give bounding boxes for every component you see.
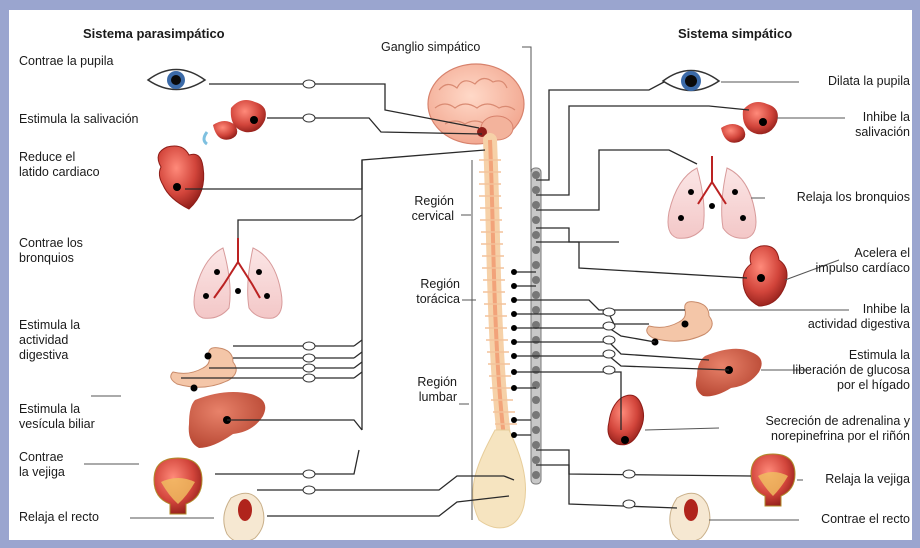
bladder-icon [154, 458, 202, 514]
stomach-icon-right [647, 302, 712, 346]
symp-label-pupil: Dilata la pupila [742, 74, 910, 89]
para-label-rectum: Relaja el recto [19, 510, 99, 525]
sympathetic-header: Sistema simpático [678, 26, 792, 41]
symp-label-bronchi: Relaja los bronquios [742, 190, 910, 205]
rectum-icon-right [670, 493, 710, 540]
lungs-icon [194, 238, 282, 318]
para-label-pupil: Contrae la pupila [19, 54, 114, 69]
para-label-salivation: Estimula la salivación [19, 112, 139, 127]
sympathetic-nerves [514, 82, 751, 508]
stomach-icon [171, 348, 236, 392]
eye-icon [148, 70, 205, 90]
spinal-cord [473, 140, 526, 528]
salivary-glands-icon [204, 100, 266, 144]
diagram-panel: Sistema parasimpático Sistema simpático … [9, 10, 912, 540]
heart-icon [158, 146, 204, 209]
rectum-icon [224, 493, 264, 540]
ganglion-label: Ganglio simpático [381, 40, 480, 55]
kidney-icon-right [608, 395, 644, 445]
brain [428, 64, 524, 144]
eye-icon-right [663, 71, 719, 92]
sympathetic-ganglion-chain [531, 168, 541, 484]
parasympathetic-header: Sistema parasimpático [83, 26, 225, 41]
symp-label-rectum: Contrae el recto [742, 512, 910, 527]
symp-label-bladder: Relaja la vejiga [742, 472, 910, 487]
parasympathetic-ganglia [303, 80, 315, 494]
